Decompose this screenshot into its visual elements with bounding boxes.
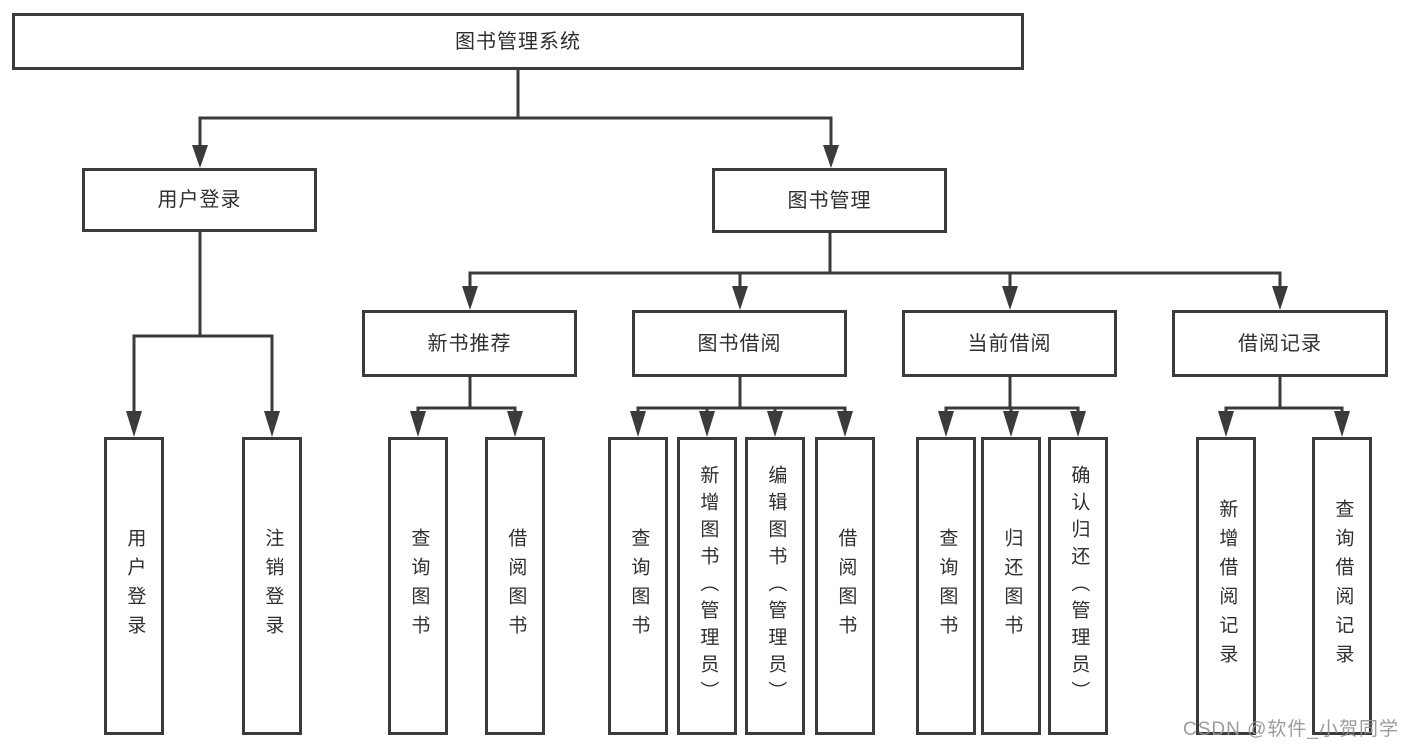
- node-root-system: 图书管理系统: [12, 13, 1024, 70]
- node-book-borrow-label: 图书借阅: [697, 332, 782, 355]
- leaf-add-books-admin: 新增图书（管理员）: [677, 437, 737, 735]
- node-borrow-records-label: 借阅记录: [1238, 332, 1322, 355]
- leaf-return-books: 归还图书: [981, 437, 1041, 735]
- leaf-borrow-books-label: 借阅图书: [835, 528, 857, 644]
- csdn-watermark: CSDN @软件_小贺同学: [1183, 719, 1399, 740]
- node-user-login: 用户登录: [82, 168, 317, 232]
- leaf-add-books-admin-label: 新增图书（管理员）: [697, 464, 719, 708]
- node-new-book-recommend: 新书推荐: [362, 310, 577, 377]
- leaf-user-login-label: 用户登录: [124, 528, 146, 644]
- node-book-borrow: 图书借阅: [632, 310, 847, 377]
- leaf-confirm-return-admin-label: 确认归还（管理员）: [1068, 464, 1090, 708]
- leaf-return-books-label: 归还图书: [1001, 528, 1023, 644]
- leaf-query-books-current: 查询图书: [916, 437, 976, 735]
- node-book-management: 图书管理: [712, 168, 947, 233]
- leaf-query-books-recommend: 查询图书: [388, 437, 448, 735]
- leaf-query-borrow-record: 查询借阅记录: [1312, 437, 1372, 735]
- leaf-add-borrow-record-label: 新增借阅记录: [1216, 499, 1238, 673]
- leaf-confirm-return-admin: 确认归还（管理员）: [1048, 437, 1108, 735]
- leaf-borrow-books: 借阅图书: [815, 437, 875, 735]
- leaf-add-borrow-record: 新增借阅记录: [1196, 437, 1256, 735]
- leaf-borrow-books-recommend: 借阅图书: [485, 437, 545, 735]
- leaf-query-books-borrow: 查询图书: [608, 437, 668, 735]
- node-user-login-label: 用户登录: [157, 189, 242, 211]
- node-root-label: 图书管理系统: [455, 30, 581, 53]
- node-current-borrow: 当前借阅: [902, 310, 1117, 377]
- node-new-book-recommend-label: 新书推荐: [427, 332, 512, 355]
- leaf-query-borrow-record-label: 查询借阅记录: [1332, 499, 1354, 673]
- leaf-user-login: 用户登录: [104, 437, 164, 735]
- node-borrow-records: 借阅记录: [1172, 310, 1388, 377]
- leaf-logout-label: 注销登录: [262, 528, 284, 644]
- node-current-borrow-label: 当前借阅: [967, 332, 1052, 355]
- leaf-query-books-recommend-label: 查询图书: [408, 528, 430, 644]
- leaf-edit-books-admin-label: 编辑图书（管理员）: [765, 464, 787, 708]
- leaf-edit-books-admin: 编辑图书（管理员）: [745, 437, 805, 735]
- leaf-query-books-borrow-label: 查询图书: [628, 528, 650, 644]
- leaf-logout: 注销登录: [242, 437, 302, 735]
- leaf-query-books-current-label: 查询图书: [936, 528, 958, 644]
- leaf-borrow-books-recommend-label: 借阅图书: [505, 528, 527, 644]
- node-book-management-label: 图书管理: [787, 189, 872, 212]
